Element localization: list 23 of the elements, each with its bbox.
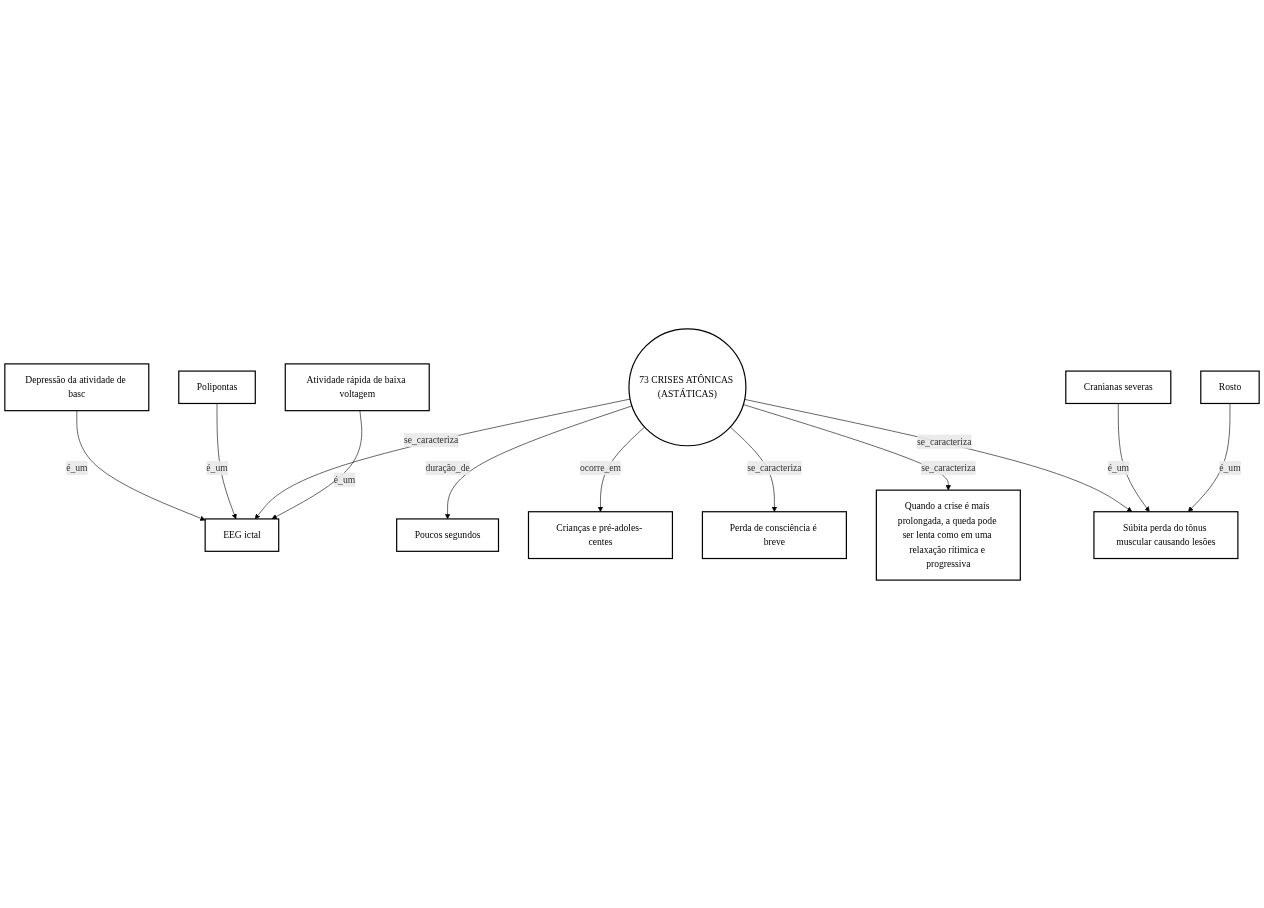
node-box: Crianças e pré-adoles- centes <box>527 510 674 559</box>
node-box: Perda de consciência é breve <box>701 510 847 559</box>
edge-label: é_um <box>1219 462 1241 473</box>
node-box: EEG ictal <box>204 517 280 552</box>
node-box: Cranianas severas <box>1065 370 1172 404</box>
node-box: Poucos segundos <box>396 517 500 552</box>
edge-label: é_um <box>206 462 228 473</box>
edge-label: é_um <box>333 473 356 485</box>
edge-label: é_um <box>1107 462 1129 473</box>
edge-label: se_caracteriza <box>747 462 802 473</box>
edge-label: se_caracteriza <box>403 434 459 445</box>
node-box: Atividade rápida de baixa voltagem <box>284 362 430 411</box>
edge-label: ocorre_em <box>579 462 621 473</box>
node-circle: 73 CRISES ATÔNICAS (ASTÁTICAS) <box>628 327 747 446</box>
edge-label: se_caracteriza <box>917 435 972 446</box>
node-box: Rosto <box>1200 370 1260 404</box>
edge-label: duração_de <box>425 462 470 473</box>
node-box: Quando a crise é mais prolongada, a queda pode ser lenta como em uma relaxação rítimica e progressiva <box>875 489 1021 581</box>
node-box: Polipontas <box>178 370 256 404</box>
node-box: Súbita perda do tônus muscular causando lesões <box>1093 510 1239 559</box>
node-box: Depressão da atividade de basc <box>4 362 150 411</box>
edge-label: se_caracteriza <box>921 462 976 473</box>
edge-label: é_um <box>66 462 88 473</box>
